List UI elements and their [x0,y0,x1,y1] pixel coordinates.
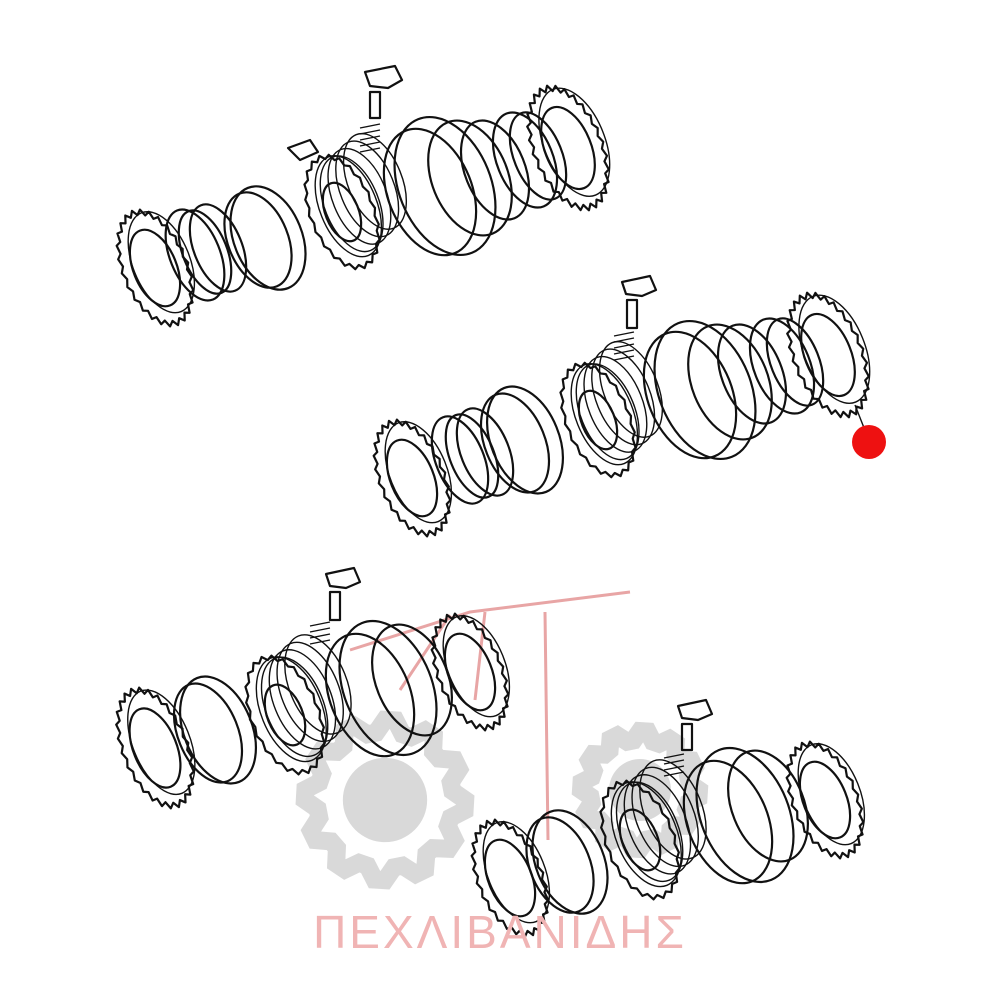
watermark-gear-teeth [295,710,475,890]
gear-ring [526,84,611,212]
gear-side [314,155,383,258]
gear-teeth [115,686,195,810]
gear-bore [128,707,182,789]
gear-teeth [430,612,510,732]
cone-ring [172,675,257,785]
gear-bore [128,228,182,308]
sleeve [382,115,531,257]
hub-spline [284,634,352,735]
hub [244,634,352,776]
hub-spline [615,781,684,883]
gear-teeth [372,418,452,538]
gear-teeth [115,208,195,328]
watermark-logo [295,590,709,890]
gear-ring [115,686,196,810]
cone-ring [223,185,307,291]
watermark-gear-teeth [571,721,709,859]
gear-teeth [470,818,550,938]
hub [599,759,707,901]
gear-side [610,781,682,888]
hub-spline [268,649,337,750]
cone-ring [491,111,568,209]
watermark-text: ΠΕΧΛΙΒΑΝΙΔΗΣ [313,906,687,958]
gear-ring [115,208,196,328]
hub [559,340,664,479]
gear-teeth [244,654,326,776]
gear-side [127,211,196,314]
gear-ring [785,740,866,860]
gear-side [127,689,196,796]
gear-side [538,87,611,197]
gear-side [798,294,871,404]
sleeve [642,319,788,461]
gear-bore [618,808,662,872]
gear-side [442,615,511,718]
gear-teeth [559,361,637,479]
gear-side [384,421,453,524]
cone-ring [525,809,609,915]
watermark-gear-left [295,710,475,890]
assembly-2 [372,274,871,538]
synchro-ring [164,203,248,302]
cone-ring [748,317,825,415]
watermark-tractor-line [349,590,631,841]
gear-side [797,743,866,846]
spring-detent [663,698,714,777]
gear-teeth [526,84,610,212]
assembly-1 [115,64,611,328]
cone-ring [479,385,564,495]
gear-side [570,363,639,466]
red-hotspot-marker[interactable] [852,425,886,459]
gear-bore [263,683,307,747]
gear-teeth [786,291,870,419]
hub-spline [342,132,408,230]
hub-spline [260,656,329,758]
hub-spline [631,766,699,868]
gear-side [482,821,551,924]
gear-ring [372,418,453,538]
gear-ring [430,612,511,732]
gear-teeth [303,153,381,271]
gear-teeth [599,779,681,901]
hub-spline [319,155,384,253]
hub-spline [276,641,344,743]
watermark-gear-hub [342,757,428,843]
hub [303,132,408,271]
assembly-3 [115,566,511,810]
assembly-4 [470,698,866,938]
gear-bore [443,632,497,712]
hub-spline [575,363,640,461]
spring-detent [309,566,362,645]
gear-teeth [785,740,865,860]
spring-detent [286,64,404,162]
hub-spline [591,348,656,446]
gear-ring [786,291,871,419]
gear-bore [385,438,439,518]
spring-detent [613,274,658,361]
gear-side [255,656,327,763]
hub-spline [639,759,707,860]
gear-bore [798,760,852,840]
